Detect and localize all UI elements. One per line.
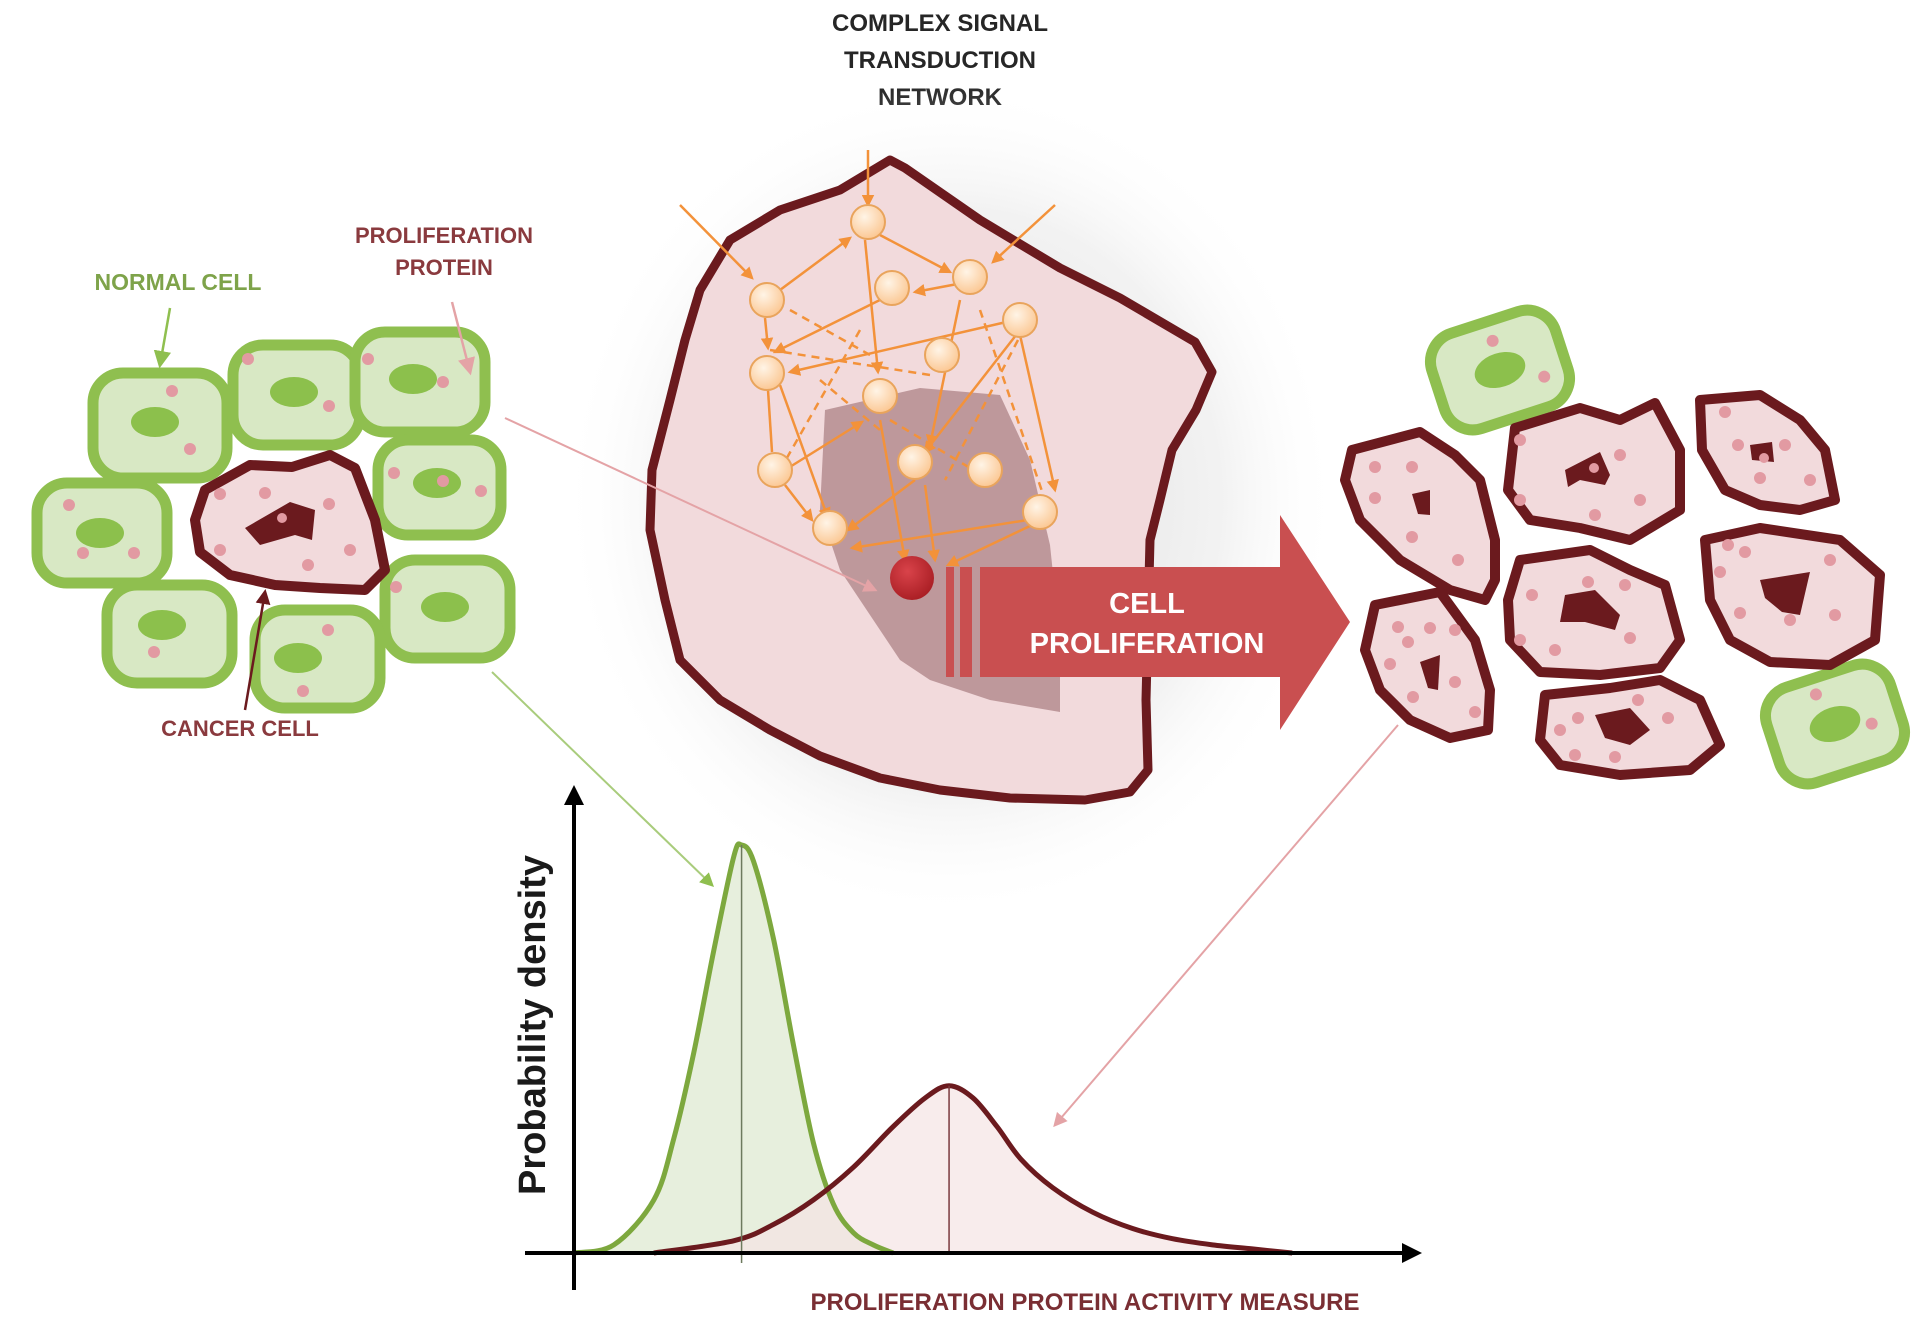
network-node	[850, 204, 886, 240]
cancer-cell	[190, 450, 390, 595]
normal-cell	[1760, 658, 1910, 790]
chart-mode-lines	[740, 845, 950, 1263]
network-edge	[849, 516, 1041, 553]
normal-cell	[1425, 304, 1575, 436]
y-axis-label: Probability density	[512, 855, 554, 1195]
cancer-cell	[1503, 398, 1685, 545]
arrow-stripe	[946, 567, 954, 677]
target-proliferation-protein	[890, 556, 934, 600]
network-node	[749, 282, 785, 318]
x-axis-label: PROLIFERATION PROTEIN ACTIVITY MEASURE	[811, 1289, 1360, 1316]
network-edge	[772, 293, 891, 354]
network-node	[749, 355, 785, 391]
network-node	[897, 444, 933, 480]
right-tumor	[1340, 304, 1910, 790]
network-title-line-1: COMPLEX SIGNAL	[832, 10, 1048, 37]
network-node	[874, 270, 910, 306]
network-node	[967, 452, 1003, 488]
normal-cell	[31, 477, 173, 589]
network-edge	[778, 384, 831, 521]
cancer-cells-distribution-area	[653, 1085, 1293, 1253]
normal-cell-pointer	[153, 307, 172, 369]
dashed-edge	[789, 308, 871, 357]
network-node	[862, 378, 898, 414]
network-node	[1002, 302, 1038, 338]
network-edge	[863, 239, 884, 375]
network-edge	[779, 236, 853, 292]
network-edge	[845, 478, 916, 532]
cancer-cell	[1360, 587, 1495, 743]
normal-cells-distribution-curve	[573, 841, 895, 1256]
normal-cell	[349, 326, 491, 438]
normal-cell	[227, 339, 366, 451]
cancer-cell	[1503, 545, 1685, 680]
signal-network-edges	[679, 150, 1059, 567]
cancer-cells-distribution-curve	[653, 1083, 1293, 1256]
cancer-cell	[1535, 675, 1725, 780]
signal-network-nodes	[749, 204, 1058, 546]
cancer-cell	[1340, 427, 1500, 605]
cell-proliferation-label-line-2: PROLIFERATION	[1030, 628, 1265, 660]
cancer-cell-pointer	[243, 589, 271, 711]
network-edge	[879, 233, 953, 274]
chart-lines	[573, 841, 1293, 1256]
normal-cell	[379, 554, 516, 664]
cancer-cell-label: CANCER CELL	[161, 716, 319, 741]
left-tissue	[31, 326, 516, 714]
network-edge	[760, 317, 774, 351]
dashed-edge	[889, 418, 991, 482]
arrow-stripe	[960, 567, 972, 677]
network-node	[924, 337, 960, 373]
network-edge	[923, 329, 1021, 454]
cancer-to-distribution-connector	[1053, 724, 1399, 1128]
cancer-cell	[1695, 390, 1840, 515]
network-edge	[945, 523, 1033, 567]
dashed-edge	[978, 309, 1047, 501]
proliferation-protein-pointer	[450, 301, 475, 376]
network-edge	[766, 389, 774, 453]
normal-cell	[372, 434, 507, 541]
normal-cell	[87, 367, 233, 484]
network-edge	[787, 318, 1016, 376]
network-node	[757, 452, 793, 488]
network-node	[812, 510, 848, 546]
network-edge	[878, 419, 910, 563]
network-edge	[1018, 334, 1059, 493]
input-edge	[991, 204, 1056, 264]
normal-cell	[101, 579, 238, 689]
proliferation-protein-label-line-2: PROTEIN	[395, 255, 493, 280]
network-title-line-2: TRANSDUCTION	[844, 47, 1036, 74]
arrow-body	[980, 515, 1350, 730]
proliferation-protein-label-line-1: PROLIFERATION	[355, 223, 533, 248]
normal-to-distribution-connector	[491, 671, 715, 887]
network-node	[1022, 494, 1058, 530]
protein-to-network-connector	[504, 417, 878, 592]
normal-cell	[249, 604, 386, 714]
network-edge	[784, 484, 814, 522]
input-edge	[679, 204, 754, 280]
network-edge	[784, 420, 865, 472]
normal-cell-label: NORMAL CELL	[95, 269, 262, 295]
network-node	[952, 259, 988, 295]
distribution-chart: Probability density PROLIFERATION PROTEI…	[512, 785, 1422, 1316]
dashed-edge	[943, 339, 1020, 481]
network-edge	[923, 484, 940, 563]
cancer-cell	[1700, 523, 1885, 670]
cell-proliferation-arrow: CELL PROLIFERATION	[946, 515, 1350, 730]
cell-proliferation-label-line-1: CELL	[1109, 588, 1185, 620]
